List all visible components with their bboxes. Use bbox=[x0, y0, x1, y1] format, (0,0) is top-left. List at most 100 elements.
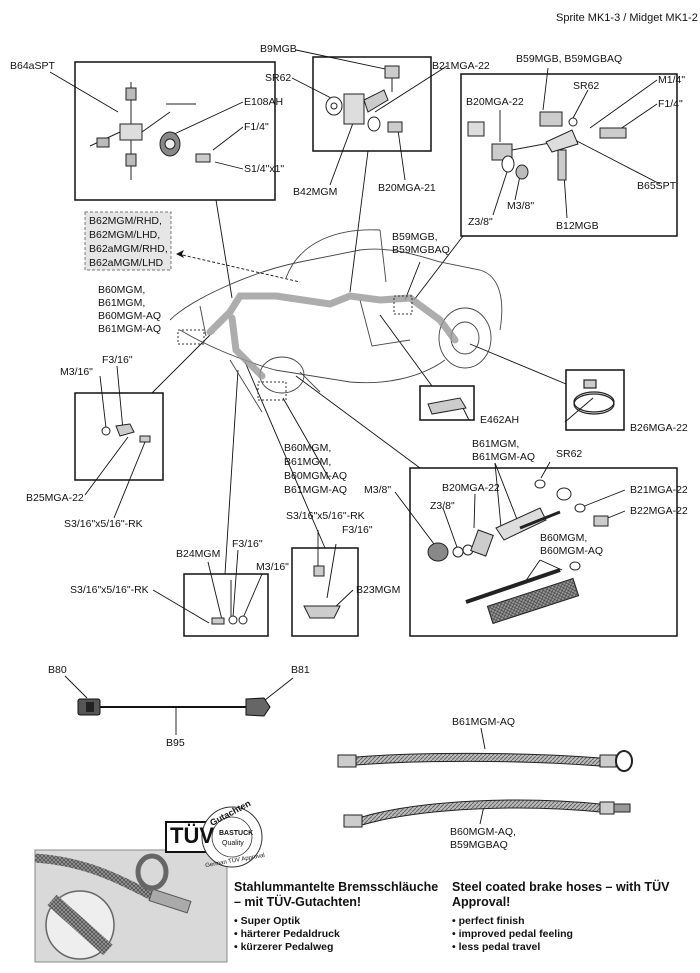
info-en-heading-2: Approval! bbox=[452, 895, 511, 909]
label-m38-b: M3/8" bbox=[364, 484, 392, 496]
label-b21mga22-a: B21MGA-22 bbox=[432, 60, 490, 72]
rear-union-drawing bbox=[467, 111, 627, 181]
grey-note-line-4: B62aMGM/LHD bbox=[89, 257, 164, 269]
tuv-bastuck-text: BASTUCK bbox=[219, 830, 254, 837]
four-way-union-drawing bbox=[89, 82, 211, 180]
front-hose-drawing bbox=[427, 479, 609, 625]
box-clamp bbox=[565, 369, 625, 431]
label-b22mga22: B22MGA-22 bbox=[630, 505, 688, 517]
leader-lines bbox=[49, 49, 661, 825]
label-sr62-a: SR62 bbox=[265, 72, 292, 84]
label-b60-bot-2: B59MGBAQ bbox=[450, 839, 508, 851]
info-de-bullet: kürzerer Pedalweg bbox=[234, 941, 340, 954]
label-m38-a: M3/8" bbox=[507, 200, 535, 212]
clip-drawings bbox=[101, 423, 341, 625]
label-s14x1: S1/4"x1" bbox=[244, 163, 285, 175]
label-b60-bot-1: B60MGM-AQ, bbox=[450, 826, 516, 838]
label-f316-c: F3/16" bbox=[232, 538, 263, 550]
label-b64aspt: B64aSPT bbox=[10, 60, 55, 72]
label-b61mgm-aq: B61MGM-AQ bbox=[452, 716, 516, 728]
box-e462ah bbox=[419, 385, 475, 421]
tuv-quality-text: Quality bbox=[222, 840, 244, 847]
label-m316-a: M3/16" bbox=[60, 366, 93, 378]
label-b20mga21: B20MGA-21 bbox=[378, 182, 436, 194]
label-f316-a: F3/16" bbox=[102, 354, 133, 366]
box-clip-b bbox=[183, 573, 269, 637]
steel-pipe-drawing bbox=[77, 697, 271, 717]
label-b95: B95 bbox=[166, 737, 185, 749]
label-b26mga22: B26MGA-22 bbox=[630, 422, 688, 434]
label-b61-rb-2: B61MGM-AQ bbox=[472, 451, 536, 463]
label-z38-a: Z3/8" bbox=[468, 216, 493, 228]
label-sr62-b: SR62 bbox=[573, 80, 600, 92]
grey-note-line-1: B62MGM/RHD, bbox=[89, 215, 162, 227]
label-b60-mid-2: B61MGM, bbox=[284, 456, 332, 468]
box-four-way-union bbox=[74, 61, 276, 201]
label-b25mga22: B25MGA-22 bbox=[26, 492, 84, 504]
label-sr62-c: SR62 bbox=[556, 448, 583, 460]
label-b80: B80 bbox=[48, 664, 67, 676]
info-de-bullets: Super Optik härterer Pedaldruck kürzerer… bbox=[234, 915, 340, 954]
label-b65spt: B65SPT bbox=[637, 180, 677, 192]
label-b24mgm: B24MGM bbox=[176, 548, 221, 560]
label-e462ah: E462AH bbox=[480, 414, 520, 426]
label-e108ah: E108AH bbox=[244, 96, 284, 108]
label-b60-left-4: B61MGM-AQ bbox=[98, 323, 162, 335]
box-clip-c bbox=[291, 547, 359, 637]
label-b59mgb-mid-2: B59MGBAQ bbox=[392, 244, 450, 256]
label-b60-mid-3: B60MGM-AQ bbox=[284, 470, 348, 482]
label-b60-mid-1: B60MGM, bbox=[284, 442, 332, 454]
label-m316-b: M3/16" bbox=[256, 561, 289, 573]
label-b60-mid-4: B61MGM-AQ bbox=[284, 484, 348, 496]
label-b59mgb-mid-1: B59MGB, bbox=[392, 231, 438, 243]
label-f14-top: F1/4" bbox=[244, 121, 269, 133]
label-b12mgb: B12MGB bbox=[556, 220, 599, 232]
info-de-bullet: härterer Pedaldruck bbox=[234, 928, 340, 941]
box-bolt-union-top bbox=[312, 56, 432, 152]
label-b42mgm: B42MGM bbox=[293, 186, 338, 198]
label-b60-left-1: B60MGM, bbox=[98, 284, 146, 296]
label-b9mgb: B9MGB bbox=[260, 43, 297, 55]
e462ah-drawing bbox=[427, 397, 467, 415]
grey-note-line-3: B62aMGM/RHD, bbox=[89, 243, 168, 255]
grey-note-line-2: B62MGM/LHD, bbox=[89, 229, 161, 241]
info-de-heading-1: Stahlummantelte Bremsschläuche bbox=[234, 880, 439, 894]
tuv-badge bbox=[165, 806, 263, 868]
label-b59mgb-baq: B59MGB, B59MGBAQ bbox=[516, 53, 623, 65]
label-b81: B81 bbox=[291, 664, 310, 676]
label-z38-b: Z3/8" bbox=[430, 500, 455, 512]
info-en-heading-1: Steel coated brake hoses – with TÜV bbox=[452, 880, 670, 894]
label-b60-left-3: B60MGM-AQ bbox=[98, 310, 162, 322]
label-b60-rb-2: B60MGM-AQ bbox=[540, 545, 604, 557]
product-photo bbox=[34, 849, 228, 963]
info-de-bullet: Super Optik bbox=[234, 915, 340, 928]
info-en-bullet: perfect finish bbox=[452, 915, 573, 928]
info-en-bullet: improved pedal feeling bbox=[452, 928, 573, 941]
clamp-drawing bbox=[573, 379, 615, 415]
detail-boxes bbox=[74, 56, 678, 637]
label-s316-a: S3/16"x5/16"-RK bbox=[64, 518, 143, 530]
label-s316-c: S3/16"x5/16"-RK bbox=[70, 584, 149, 596]
info-de-heading-2: – mit TÜV-Gutachten! bbox=[234, 895, 362, 909]
hose-b60mgm-aq-drawing bbox=[343, 799, 631, 828]
label-f316-b: F3/16" bbox=[342, 524, 373, 536]
info-en-bullet: less pedal travel bbox=[452, 941, 573, 954]
label-b23mgm: B23MGM bbox=[356, 584, 401, 596]
label-s316-b: S3/16"x5/16"-RK bbox=[286, 510, 365, 522]
grey-note-box bbox=[84, 211, 172, 271]
label-b60-left-2: B61MGM, bbox=[98, 297, 146, 309]
box-clip-a bbox=[74, 392, 164, 481]
label-b60-rb-1: B60MGM, bbox=[540, 532, 588, 544]
box-front-hose bbox=[409, 467, 678, 637]
hose-b61mgm-aq-drawing bbox=[337, 750, 633, 772]
box-rear-union bbox=[460, 73, 678, 237]
label-b20mga22-b: B20MGA-22 bbox=[442, 482, 500, 494]
page-title: Sprite MK1-3 / Midget MK1-2 bbox=[556, 12, 698, 24]
label-b20mga22-a: B20MGA-22 bbox=[466, 96, 524, 108]
label-b21mga22-b: B21MGA-22 bbox=[630, 484, 688, 496]
brake-pipe-highlight bbox=[206, 292, 459, 380]
label-f14-right: F1/4" bbox=[658, 98, 683, 110]
label-b61-rb-1: B61MGM, bbox=[472, 438, 520, 450]
